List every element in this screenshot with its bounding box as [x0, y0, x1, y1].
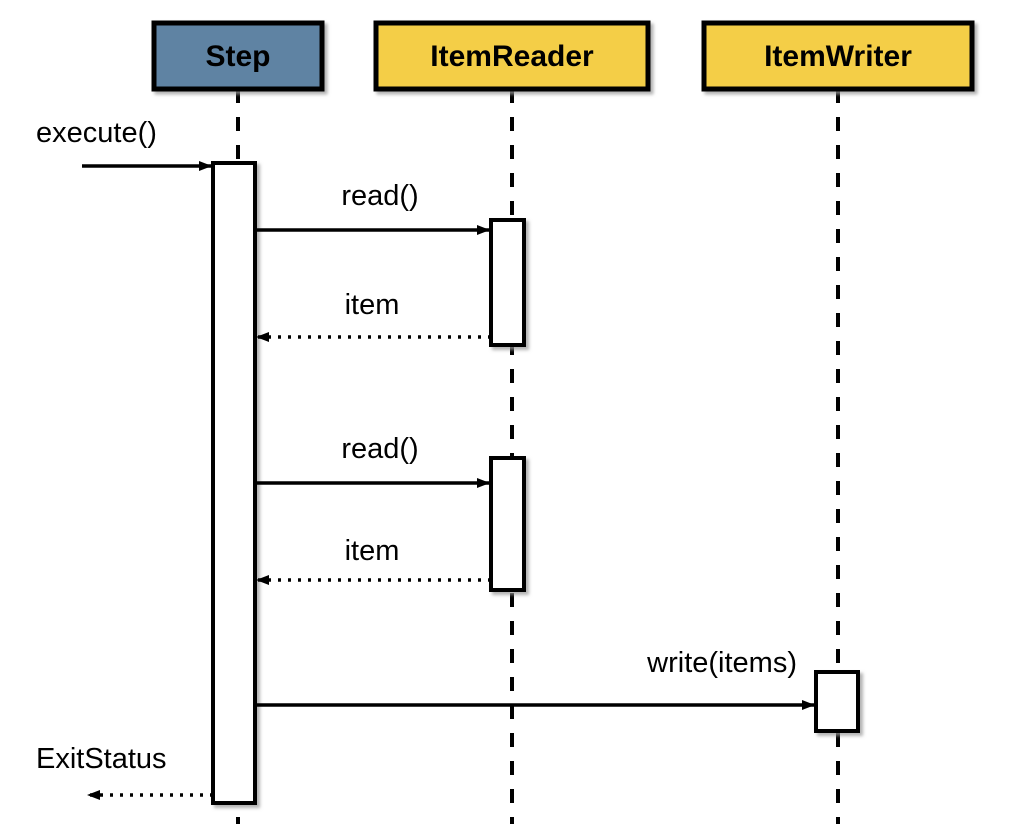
activation-bars-group — [211, 161, 860, 805]
message-item-1[interactable]: item — [256, 289, 491, 342]
message-exit-status-label: ExitStatus — [36, 743, 167, 775]
participant-itemreader[interactable] — [373, 20, 651, 92]
message-write-items-label: write(items) — [646, 647, 797, 679]
activation-bar-itemwriter-1[interactable] — [814, 670, 860, 733]
message-read-1[interactable]: read() — [255, 180, 490, 235]
participant-step-label: Step — [205, 40, 270, 73]
message-read-1-label: read() — [341, 180, 418, 212]
participant-itemreader-box[interactable] — [373, 20, 651, 92]
message-execute[interactable]: execute() — [36, 117, 212, 171]
message-item-2[interactable]: item — [256, 535, 491, 585]
participant-step-box[interactable] — [151, 20, 325, 92]
activation-bar-step[interactable] — [211, 161, 257, 805]
message-item-1-label: item — [345, 289, 400, 321]
participant-itemreader-label: ItemReader — [430, 40, 594, 73]
message-execute-label: execute() — [36, 117, 157, 149]
message-read-2[interactable]: read() — [255, 433, 490, 488]
activation-bar-itemreader-1[interactable] — [489, 218, 526, 347]
participant-itemwriter-label: ItemWriter — [764, 40, 912, 73]
message-read-2-label: read() — [341, 433, 418, 465]
participant-step[interactable] — [151, 20, 325, 92]
participant-itemwriter-box[interactable] — [701, 20, 975, 92]
message-write-items[interactable]: write(items) — [255, 647, 815, 710]
participant-itemwriter[interactable] — [701, 20, 975, 92]
activation-bar-itemreader-2[interactable] — [489, 456, 526, 592]
message-exit-status[interactable]: ExitStatus — [36, 743, 213, 800]
lifelines-group — [236, 89, 840, 824]
message-item-2-label: item — [345, 535, 400, 567]
